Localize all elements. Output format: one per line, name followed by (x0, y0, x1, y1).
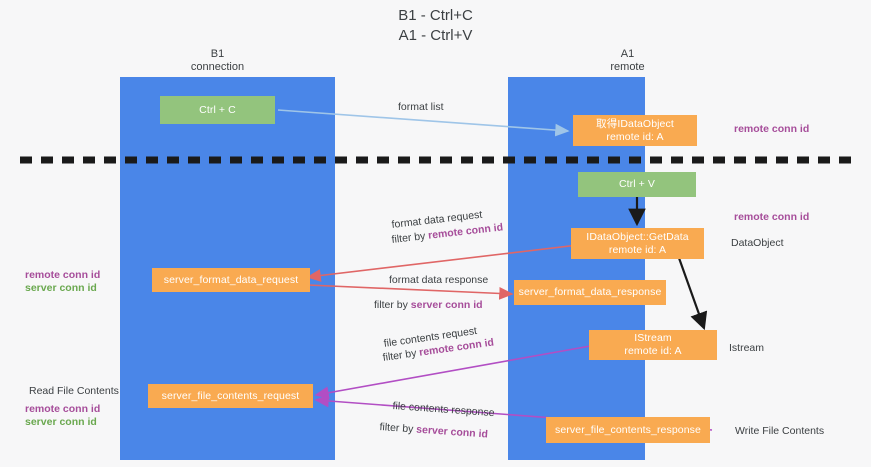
filter-prefix: filter by (379, 421, 417, 436)
box-idataobject-getdata[interactable]: IDataObject::GetData remote id: A (571, 228, 704, 259)
box-idataobject-getdata-subtitle: remote id: A (608, 243, 667, 256)
box-get-idataobject-title: 取得IDataObject (596, 117, 674, 130)
box-server-file-contents-response-label: server_file_contents_response (555, 423, 701, 436)
side-label-right-dataobject: DataObject (731, 237, 784, 249)
filter-prefix: filter by (374, 299, 411, 311)
side-label-right-istream: Istream (729, 342, 765, 354)
side-label-right-top-remote-conn-id: remote conn id (734, 123, 810, 135)
column-header-a1: A1 remote (565, 48, 690, 74)
arrow-file-contents-request (314, 344, 597, 400)
column-header-a1-role: remote (610, 61, 645, 73)
side-label-left-mid-server-conn-id: server conn id (25, 282, 97, 294)
box-idataobject-getdata-title: IDataObject::GetData (586, 230, 689, 243)
side-label-left-bottom-server-conn-id: server conn id (25, 416, 97, 428)
arrow-getdata-to-istream (677, 257, 708, 331)
box-ctrl-c-label: Ctrl + C (199, 103, 236, 116)
side-label-left-bottom-remote-conn-id: remote conn id (25, 403, 101, 415)
box-istream[interactable]: IStream remote id: A (589, 330, 717, 360)
box-istream-title: IStream (634, 332, 672, 344)
box-get-idataobject-subtitle: remote id: A (606, 130, 664, 143)
arrow-label-format-list: format list (398, 101, 444, 113)
box-ctrl-c[interactable]: Ctrl + C (160, 96, 275, 124)
box-server-file-contents-response[interactable]: server_file_contents_response (546, 417, 710, 443)
column-header-a1-name: A1 (620, 48, 635, 60)
box-server-file-contents-request-label: server_file_contents_request (161, 389, 300, 402)
arrow-label-format-data-response: format data response (389, 274, 489, 286)
box-server-file-contents-request[interactable]: server_file_contents_request (148, 384, 313, 408)
side-label-left-mid-remote-conn-id: remote conn id (25, 269, 101, 281)
side-label-right-mid-remote-conn-id: remote conn id (734, 211, 810, 223)
arrow-format-data-response (307, 284, 514, 300)
column-header-b1-name: B1 (210, 48, 225, 60)
box-ctrl-v-label: Ctrl + V (618, 178, 656, 190)
box-get-idataobject[interactable]: 取得IDataObject remote id: A (573, 115, 697, 146)
arrow-label-format-data-response-filter: filter by server conn id (374, 299, 483, 312)
title-line-2: A1 - Ctrl+V (398, 27, 473, 44)
arrow-format-list (277, 109, 570, 137)
box-server-format-data-request[interactable]: server_format_data_request (152, 268, 310, 292)
column-header-b1-role: connection (190, 61, 245, 73)
side-label-right-write-file-contents: Write File Contents (735, 425, 825, 437)
column-header-b1: B1 connection (155, 48, 280, 74)
box-istream-subtitle: remote id: A (624, 345, 682, 357)
box-server-format-data-response[interactable]: server_format_data_response (514, 280, 666, 305)
filter-key-server-conn-id: server conn id (410, 299, 483, 311)
box-ctrl-v[interactable]: Ctrl + V (578, 172, 696, 197)
page-title: B1 - Ctrl+C A1 - Ctrl+V (0, 6, 871, 46)
title-line-1: B1 - Ctrl+C (398, 7, 473, 24)
box-server-format-data-request-label: server_format_data_request (163, 273, 299, 286)
arrow-format-data-request (306, 244, 579, 282)
box-server-format-data-response-label: server_format_data_response (518, 286, 662, 298)
side-label-left-read-file-contents: Read File Contents (29, 385, 119, 397)
